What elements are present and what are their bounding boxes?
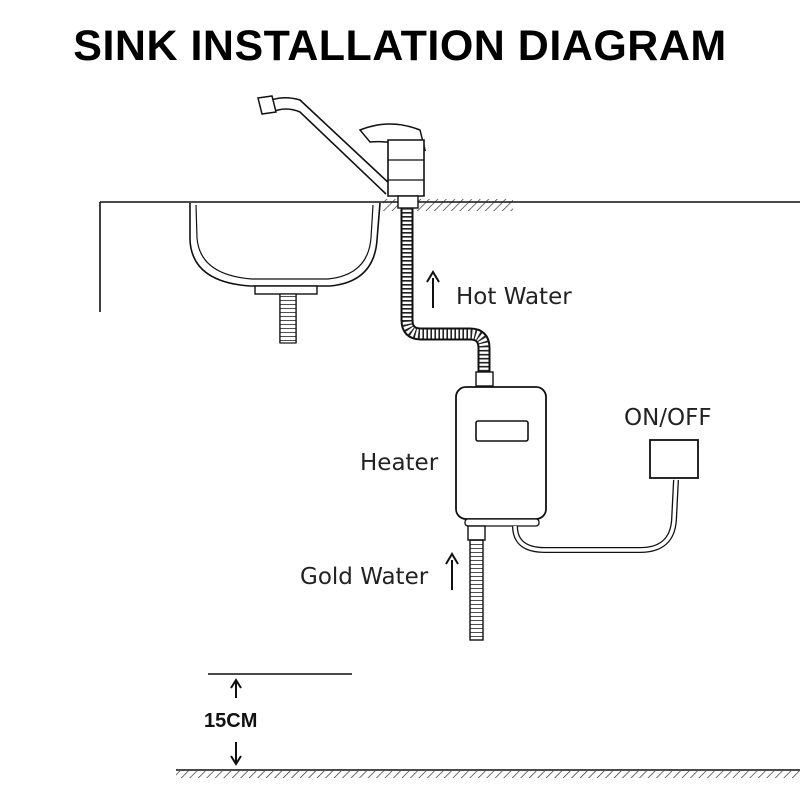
faucet xyxy=(257,95,427,209)
heater-unit xyxy=(455,386,547,527)
hot-water-label: Hot Water xyxy=(456,284,572,310)
cold-water-arrow xyxy=(445,552,459,590)
on-off-switch xyxy=(649,439,699,479)
drain-pipe xyxy=(279,293,297,344)
distance-label: 15CM xyxy=(204,710,258,732)
hot-water-arrow xyxy=(426,270,440,308)
countertop xyxy=(99,199,800,312)
distance-marker xyxy=(208,673,352,766)
cold-water-hose xyxy=(467,525,486,641)
power-cable xyxy=(512,479,679,553)
cold-inlet-fitting xyxy=(467,525,486,541)
heater-label: Heater xyxy=(360,450,439,476)
hot-outlet-fitting xyxy=(475,371,494,387)
hot-water-hose xyxy=(400,208,494,387)
faucet-body xyxy=(387,139,425,197)
floor xyxy=(176,769,800,778)
faucet-spout xyxy=(257,95,277,115)
on-off-label: ON/OFF xyxy=(624,405,712,431)
diagram-title: SINK INSTALLATION DIAGRAM xyxy=(73,22,727,70)
heater-display xyxy=(475,420,529,442)
sink-basin xyxy=(189,202,381,344)
cold-water-label: Gold Water xyxy=(300,564,429,590)
